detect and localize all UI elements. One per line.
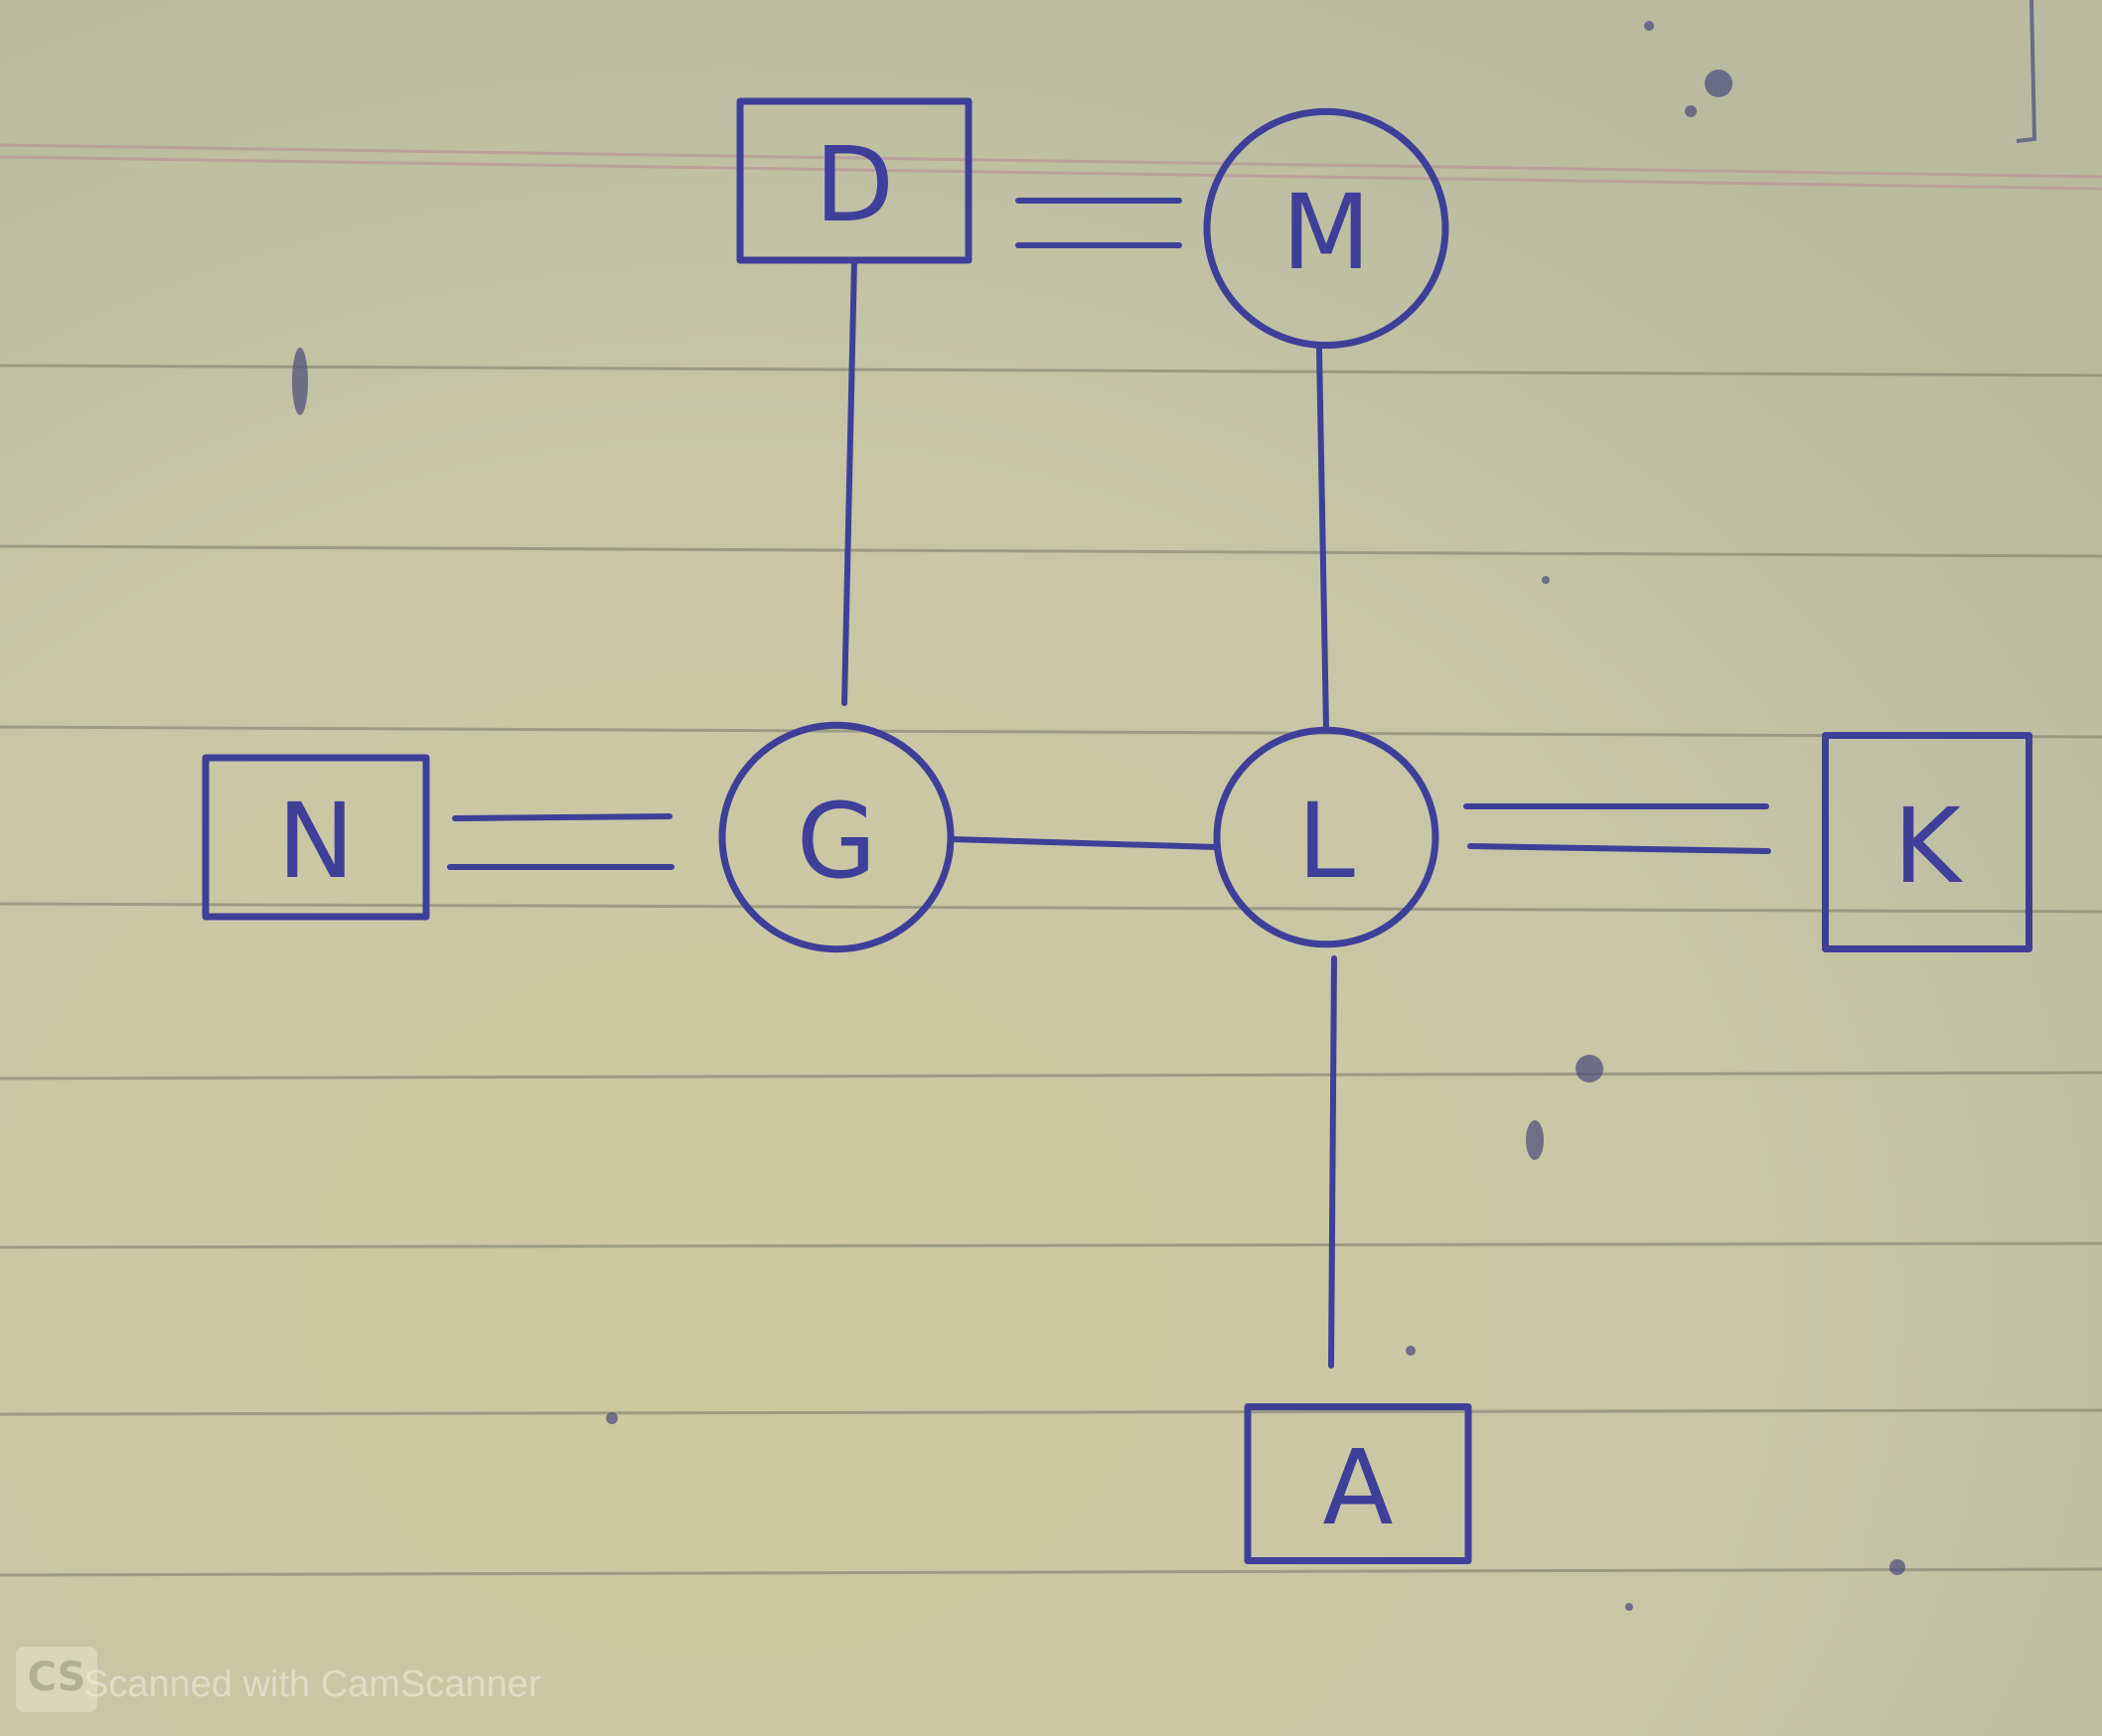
node-g: G [718, 721, 955, 953]
node-circle [1203, 107, 1449, 350]
edge-d-g [841, 257, 857, 706]
watermark-text: Scanned with CamScanner [83, 1664, 541, 1705]
edge-d-m [1015, 198, 1182, 248]
node-label: N [277, 781, 355, 902]
edge-m-l [1316, 347, 1329, 731]
node-label: L [1297, 781, 1355, 902]
node-box [202, 754, 430, 921]
node-label: M [1281, 172, 1371, 293]
node-k: K [1822, 732, 2032, 952]
node-a: A [1244, 1403, 1472, 1564]
node-box [736, 97, 973, 264]
node-l: L [1213, 726, 1439, 948]
node-n: N [202, 754, 430, 921]
edge-stroke [948, 836, 1220, 850]
edge-stroke [1316, 347, 1329, 731]
camscanner-watermark: CS Scanned with CamScanner [16, 1647, 541, 1712]
edges [447, 198, 1771, 1369]
node-box [1822, 732, 2032, 952]
node-m: M [1203, 107, 1449, 350]
edge-stroke [841, 257, 857, 706]
edge-l-k [1463, 803, 1771, 854]
paper-specks [292, 21, 1905, 1611]
node-label: D [815, 124, 894, 245]
corner-scribble [2016, 0, 2037, 143]
edge-l-a [1328, 955, 1337, 1369]
edge-stroke [1467, 843, 1771, 854]
edge-n-g [447, 813, 675, 870]
edge-stroke [452, 813, 673, 821]
node-label: G [797, 781, 877, 902]
ruled-lines [0, 363, 2102, 1577]
node-circle [1213, 726, 1439, 948]
node-box [1244, 1403, 1472, 1564]
camscanner-logo: CS [16, 1647, 97, 1712]
margin-lines [0, 143, 2102, 191]
node-label: K [1893, 786, 1964, 907]
edge-stroke [1328, 955, 1337, 1369]
node-label: A [1322, 1427, 1393, 1548]
node-circle [718, 721, 955, 953]
nodes: D M N G L K A [202, 97, 2032, 1564]
edge-g-l [948, 836, 1220, 850]
svg-text:CS: CS [28, 1655, 86, 1700]
node-d: D [736, 97, 973, 264]
